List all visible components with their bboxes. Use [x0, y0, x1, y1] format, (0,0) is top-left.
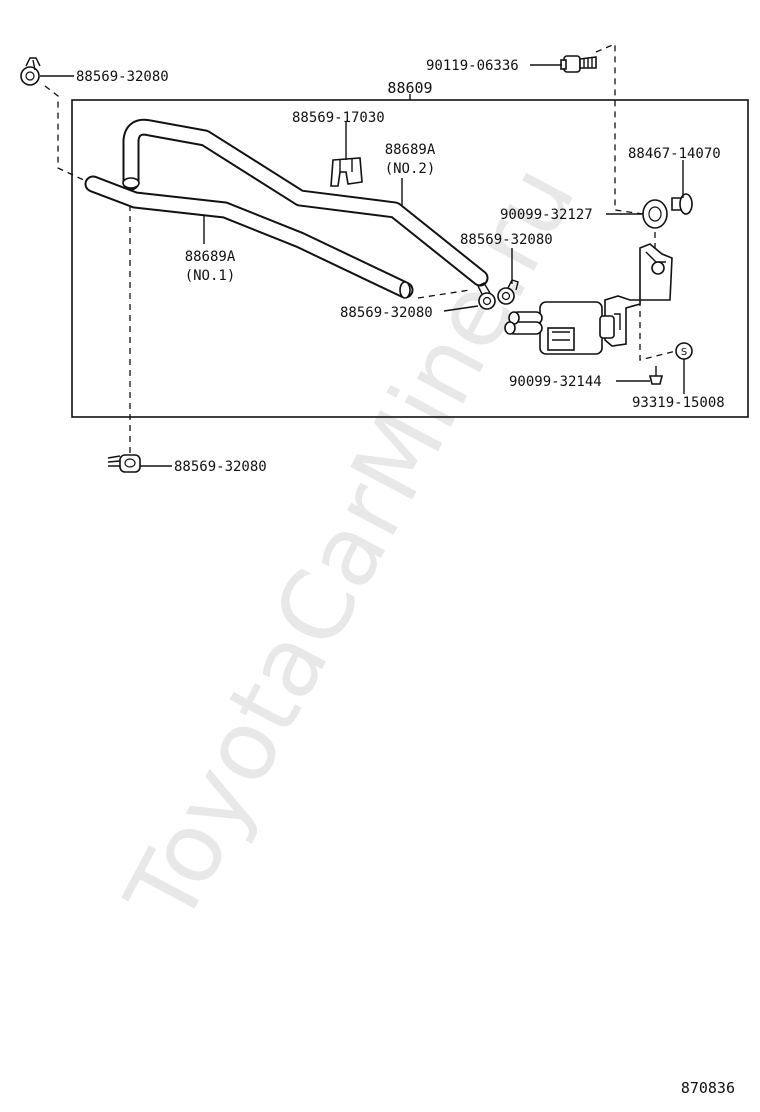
leader-clamp-right-lower: [443, 305, 479, 312]
label-bolt: 90119-06336: [426, 58, 519, 74]
label-clamp-bottom: 88569-32080: [174, 459, 267, 475]
label-clamp-upper-middle: 88569-17030: [292, 110, 385, 126]
bolt-icon: [560, 55, 597, 73]
grommet-icon: [642, 199, 668, 229]
mounting-bracket-icon: [604, 243, 673, 347]
clamp-right-upper-icon: [497, 279, 519, 305]
clamp-upper-middle-icon: [330, 157, 363, 187]
dash-clamp-top-left: [44, 85, 89, 183]
dash-bolt: [595, 43, 651, 216]
label-clamp-top-left: 88569-32080: [76, 69, 169, 85]
label-hose-no1-part: 88689A: [185, 249, 236, 265]
clamp-right-lower-icon: [477, 282, 496, 310]
hose-no2: [122, 118, 489, 287]
screw-icon: [648, 366, 664, 385]
assembly-number: 88609: [387, 79, 432, 97]
label-clamp-right-lower: 88569-32080: [340, 305, 433, 321]
svg-text:S: S: [681, 347, 687, 358]
label-grommet: 90099-32127: [500, 207, 593, 223]
hose-no1: [84, 175, 414, 299]
label-clamp-right-upper: 88569-32080: [460, 232, 553, 248]
label-washer: 93319-15008: [632, 395, 725, 411]
label-screw: 90099-32144: [509, 374, 602, 390]
label-hose-no1-name: (NO.1): [185, 268, 236, 284]
vacuum-switching-valve-icon: [504, 301, 615, 355]
label-bracket-bolt: 88467-14070: [628, 146, 721, 162]
clamp-top-left-icon: [20, 57, 41, 86]
clamp-bottom-icon: [107, 454, 141, 473]
label-hose-no2-part: 88689A: [385, 142, 436, 158]
label-hose-no2-name: (NO.2): [385, 161, 436, 177]
dash-hose-end: [417, 289, 471, 299]
figure-code: 870836: [681, 1079, 735, 1097]
washer-icon: S: [675, 342, 693, 360]
dash-washer: [639, 300, 681, 361]
bracket-bolt-icon: [671, 193, 693, 215]
